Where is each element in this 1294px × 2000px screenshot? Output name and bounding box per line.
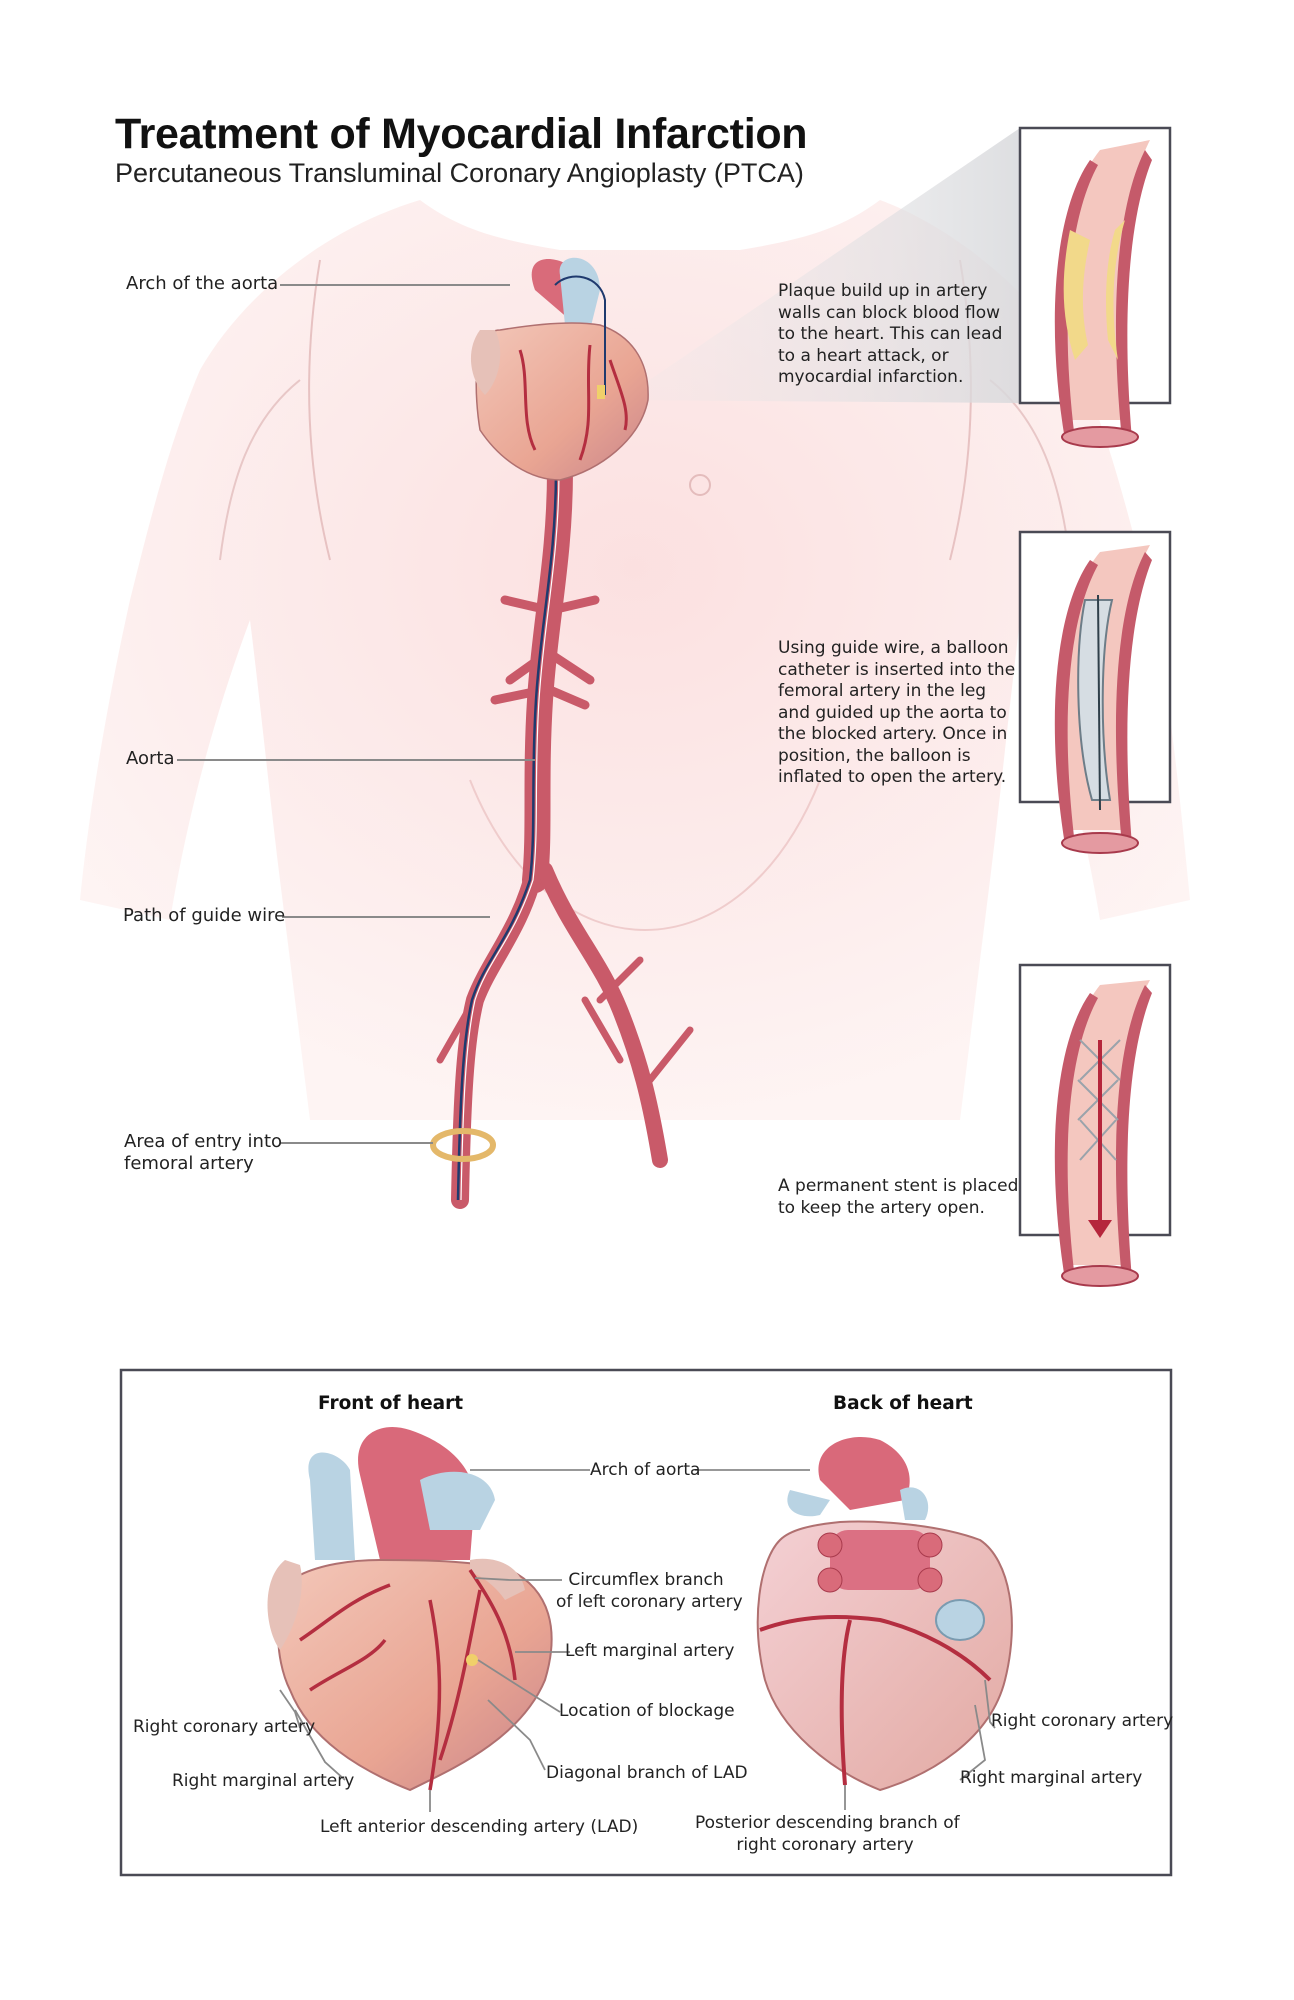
label-diagonal-branch: Diagonal branch of LAD [546, 1763, 748, 1783]
step-plaque-description: Plaque build up in artery walls can bloc… [778, 281, 1003, 387]
callout-wedge [620, 128, 1020, 403]
aorta-vessel [436, 457, 694, 1209]
label-circumflex-branch: Circumflex branch of left coronary arter… [556, 1570, 743, 1612]
step-stent-description: A permanent stent is placed to keep the … [778, 1176, 1019, 1218]
entry-ring [430, 1128, 496, 1162]
label-location-of-blockage: Location of blockage [559, 1701, 735, 1721]
front-heart [267, 1427, 553, 1792]
label-posterior-descending-branch: Posterior descending branch of right cor… [695, 1813, 960, 1855]
label-aorta: Aorta [126, 748, 175, 769]
body-leader-lines [177, 284, 535, 1144]
artery-panel-stent [1018, 963, 1172, 1287]
page-subtitle: Percutaneous Transluminal Coronary Angio… [115, 158, 804, 188]
label-right-marginal-artery-back: Right marginal artery [960, 1768, 1143, 1788]
upper-heart [470, 257, 649, 481]
label-path-of-guide-wire: Path of guide wire [123, 905, 286, 926]
heart-leader-lines [279, 1469, 996, 1812]
artery-panel-plaque [1018, 126, 1172, 448]
back-of-heart-heading: Back of heart [833, 1393, 973, 1414]
label-arch-of-aorta: Arch of aorta [590, 1460, 701, 1480]
label-right-marginal-artery-front: Right marginal artery [172, 1771, 355, 1791]
label-right-coronary-artery-back: Right coronary artery [991, 1711, 1174, 1731]
label-right-coronary-artery-front: Right coronary artery [133, 1717, 316, 1737]
label-arch-of-the-aorta: Arch of the aorta [126, 273, 279, 294]
label-lad: Left anterior descending artery (LAD) [320, 1817, 639, 1837]
back-heart [756, 1436, 1013, 1792]
front-of-heart-heading: Front of heart [318, 1393, 464, 1414]
step-balloon-description: Using guide wire, a balloon catheter is … [778, 638, 1016, 787]
page-title: Treatment of Myocardial Infarction [115, 110, 808, 158]
artery-panel-balloon [1018, 530, 1172, 854]
label-left-marginal-artery: Left marginal artery [565, 1641, 735, 1661]
label-area-of-entry: Area of entry into femoral artery [124, 1131, 283, 1174]
